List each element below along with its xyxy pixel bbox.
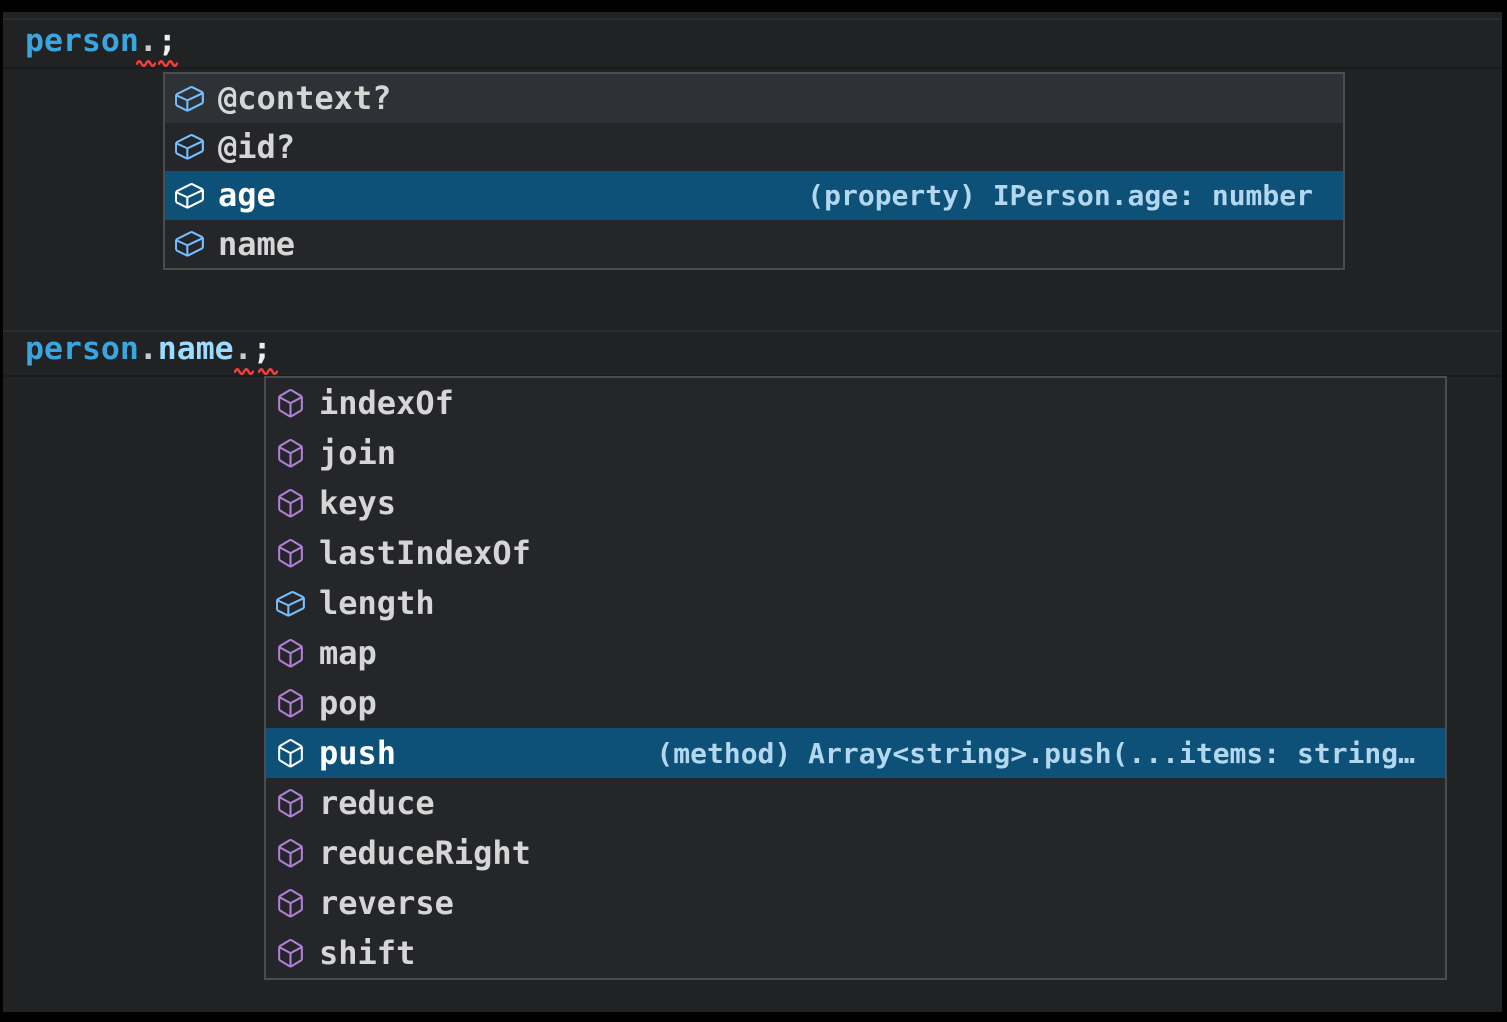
suggestion-label: keys — [319, 484, 397, 522]
code-token-semicolon: ; — [252, 331, 272, 367]
code-token-variable: person — [25, 23, 139, 59]
field-icon — [274, 587, 307, 620]
suggestion-label: join — [319, 434, 397, 472]
suggestion-label: reduceRight — [319, 834, 531, 872]
suggestion-item-age[interactable]: age (property) IPerson.age: number — [165, 171, 1343, 220]
suggestion-item-push[interactable]: push (method) Array<string>.push(...item… — [266, 728, 1445, 778]
suggestion-label: pop — [319, 684, 377, 722]
code-token-property: name — [157, 331, 234, 367]
field-icon — [173, 227, 206, 260]
code-token-semicolon: ; — [157, 23, 177, 59]
suggestion-label: reverse — [319, 884, 454, 922]
method-icon — [274, 887, 307, 920]
suggestion-item-context[interactable]: @context? — [165, 74, 1343, 123]
suggestion-label: name — [218, 224, 296, 263]
code-line-2[interactable]: person.name.; — [25, 332, 272, 366]
suggestion-item-id[interactable]: @id? — [165, 123, 1343, 172]
suggestion-item-name[interactable]: name — [165, 220, 1343, 269]
method-icon — [274, 637, 307, 670]
suggestion-item-pop[interactable]: pop — [266, 678, 1445, 728]
field-icon — [173, 130, 206, 163]
method-icon — [274, 537, 307, 570]
method-icon — [274, 737, 307, 770]
suggestion-item-reduceright[interactable]: reduceRight — [266, 828, 1445, 878]
suggestion-item-keys[interactable]: keys — [266, 478, 1445, 528]
suggestion-label: @id? — [218, 127, 296, 166]
method-icon — [274, 937, 307, 970]
method-icon — [274, 437, 307, 470]
code-line-1[interactable]: person.; — [25, 24, 177, 58]
suggestion-item-indexof[interactable]: indexOf — [266, 378, 1445, 428]
suggestion-item-join[interactable]: join — [266, 428, 1445, 478]
suggestion-label: push — [319, 734, 397, 772]
code-token-variable: person — [25, 331, 139, 367]
method-icon — [274, 687, 307, 720]
suggestion-item-shift[interactable]: shift — [266, 928, 1445, 978]
suggestion-item-reverse[interactable]: reverse — [266, 878, 1445, 928]
code-token-dot: . — [233, 331, 253, 367]
suggestion-label: indexOf — [319, 384, 454, 422]
suggestion-label: reduce — [319, 784, 435, 822]
method-icon — [274, 487, 307, 520]
method-icon — [274, 787, 307, 820]
suggestion-label: age — [218, 176, 276, 215]
suggestion-detail: (method) Array<string>.push(...items: st… — [656, 736, 1415, 770]
method-icon — [274, 837, 307, 870]
suggest-widget-name: indexOf join keys lastIndexOf length map… — [264, 376, 1447, 980]
code-token-dot: . — [138, 23, 158, 59]
field-icon — [173, 179, 206, 212]
field-icon — [173, 82, 206, 115]
suggest-widget-person: @context? @id? age (property) IPerson.ag… — [163, 72, 1345, 270]
suggestion-item-lastindexof[interactable]: lastIndexOf — [266, 528, 1445, 578]
suggestion-label: map — [319, 634, 377, 672]
suggestion-item-reduce[interactable]: reduce — [266, 778, 1445, 828]
code-token-dot: . — [138, 331, 158, 367]
suggestion-detail: (property) IPerson.age: number — [807, 178, 1313, 212]
suggestion-label: @context? — [218, 79, 392, 118]
suggestion-item-length[interactable]: length — [266, 578, 1445, 628]
suggestion-label: shift — [319, 934, 416, 972]
suggestion-item-map[interactable]: map — [266, 628, 1445, 678]
method-icon — [274, 387, 307, 420]
suggestion-label: lastIndexOf — [319, 534, 531, 572]
suggestion-label: length — [319, 584, 435, 622]
